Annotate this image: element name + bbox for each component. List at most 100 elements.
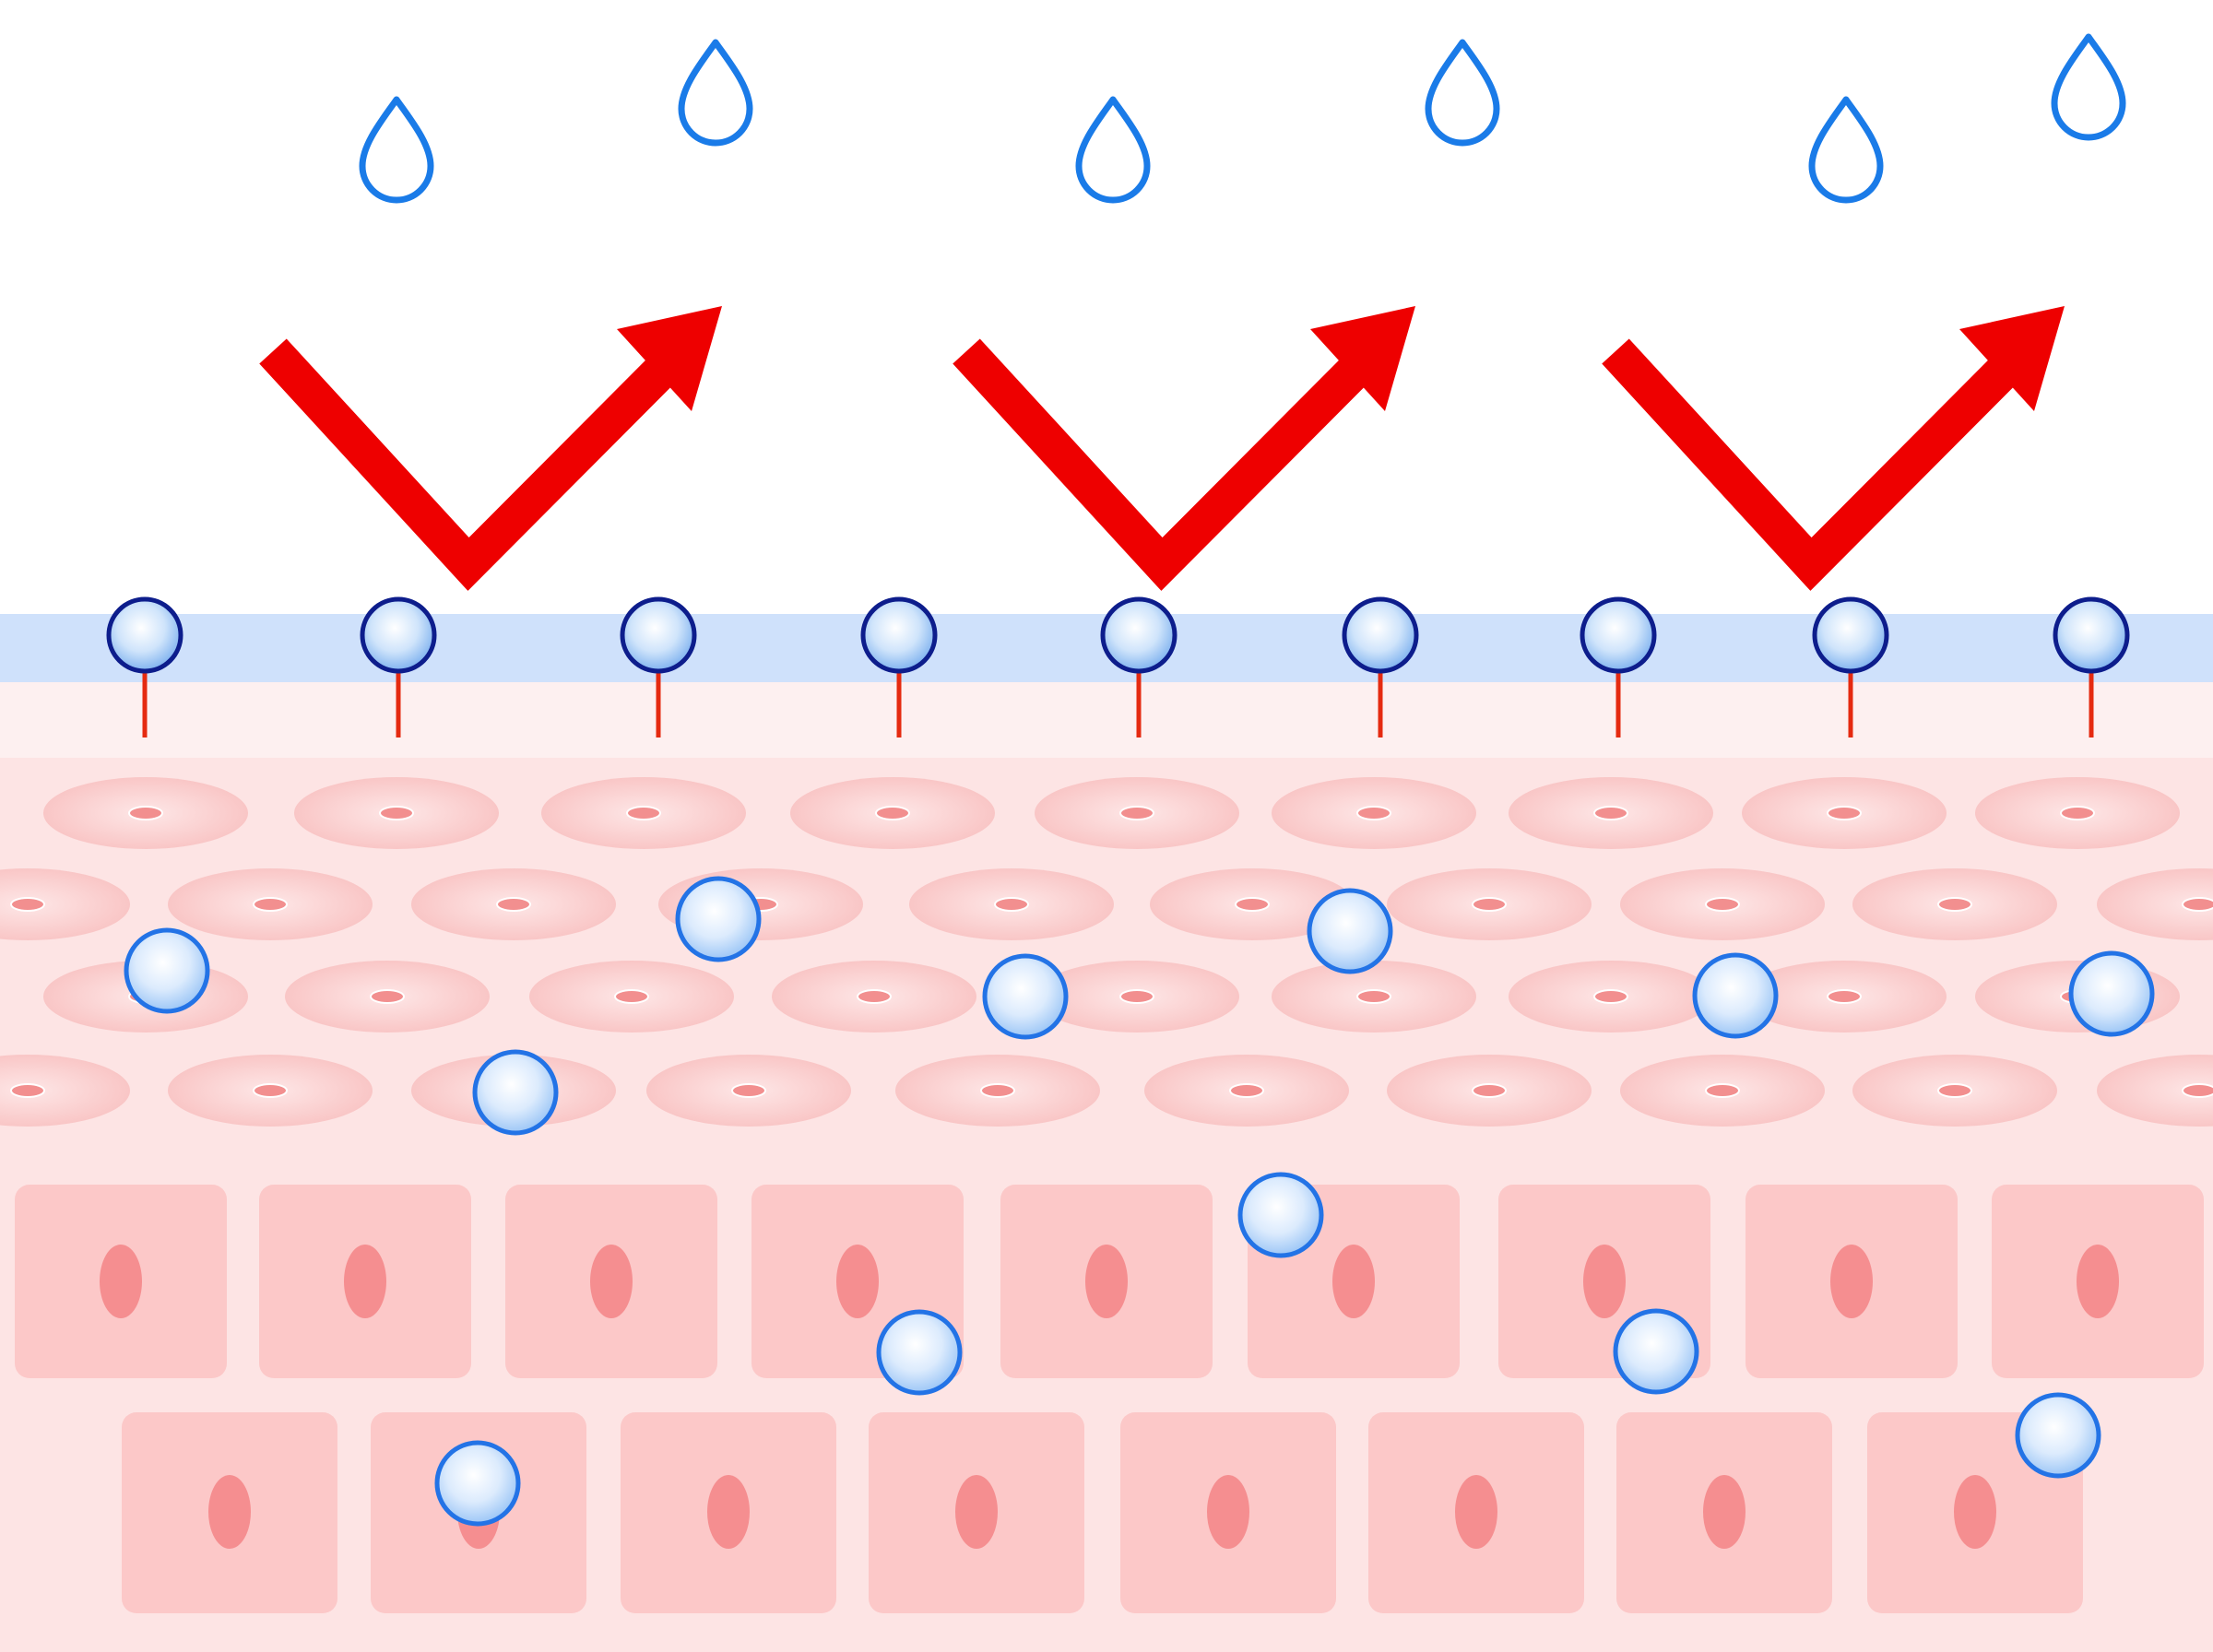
oval-cell [1035,961,1239,1032]
oval-cell-nucleus [1356,806,1391,820]
moisture-bubble-icon [1613,1308,1699,1395]
oval-cell-nucleus [2060,806,2095,820]
square-cell-nucleus [1455,1475,1497,1549]
square-cell-nucleus [707,1475,750,1549]
bubble-shape [1307,888,1393,974]
water-drop-icon [678,39,753,147]
square-cell [1000,1185,1213,1378]
lipid-molecule-icon [620,596,697,738]
water-drop-shape [678,39,753,147]
square-cell-nucleus [836,1245,879,1318]
square-cell-nucleus [208,1475,251,1549]
oval-cell-nucleus [857,989,892,1004]
oval-cell-body [2097,1055,2213,1127]
square-cell-nucleus [955,1475,998,1549]
oval-cell [294,777,499,849]
square-cell [122,1412,337,1613]
moisture-bubble-icon [1692,952,1779,1039]
lipid-molecule-icon [360,596,437,738]
water-drop-icon [1808,96,1884,204]
moisture-bubble-icon [2068,950,2155,1037]
lipid-head [1812,596,1889,674]
oval-cell-nucleus [1593,989,1628,1004]
moisture-bubble-icon [876,1309,963,1396]
oval-cell [2097,868,2213,940]
moisture-bubble-icon [1307,888,1393,974]
oval-cell [1387,1055,1592,1127]
lipid-head [1580,596,1657,674]
oval-cell-nucleus [1705,897,1740,912]
square-cell-nucleus [1332,1245,1375,1318]
square-cell-nucleus [2077,1245,2119,1318]
check-arrow-stroke [953,337,1388,591]
oval-cell-nucleus [370,989,405,1004]
square-cell [1992,1185,2204,1378]
oval-cell-nucleus [1827,989,1862,1004]
moisture-bubble-icon [434,1440,521,1527]
oval-cell [1272,961,1476,1032]
arrow-head [1310,306,1415,411]
lipid-molecule-icon [1100,596,1178,738]
bubble-shape [434,1440,521,1527]
lipid-head [106,596,183,674]
oval-cell [1742,961,1947,1032]
oval-cell [1620,868,1825,940]
water-drop-icon [1425,39,1500,147]
oval-cell-nucleus [1937,897,1972,912]
oval-cell [790,777,995,849]
moisture-bubble-icon [982,953,1069,1040]
oval-cell-nucleus [128,806,163,820]
water-drop-shape [1425,39,1500,147]
square-cell-nucleus [1207,1475,1249,1549]
moisture-bubble-icon [675,876,762,962]
oval-cell-body [0,868,130,940]
oval-cell-nucleus [1119,989,1154,1004]
oval-cell [2097,1055,2213,1127]
water-drop-icon [359,96,434,204]
oval-cell-nucleus [731,1083,766,1098]
oval-cell-nucleus [253,897,288,912]
oval-cell-nucleus [1472,1083,1507,1098]
oval-cell-nucleus [10,1083,45,1098]
lipid-molecule-icon [106,596,183,738]
bubble-shape [1237,1172,1324,1258]
oval-cell [646,1055,851,1127]
lipid-molecules [106,596,2130,738]
check-arrow-stroke [1602,337,2037,591]
oval-cell-nucleus [980,1083,1015,1098]
oval-cell [1975,777,2180,849]
oval-cell [0,1055,130,1127]
square-cell [259,1185,471,1378]
bubble-shape [472,1049,559,1136]
oval-cell-nucleus [1229,1083,1264,1098]
lipid-molecule-icon [1812,596,1889,738]
oval-cell [43,777,248,849]
moisture-bubble-icon [124,927,210,1014]
square-cell-nucleus [1703,1475,1746,1549]
oval-cell [895,1055,1100,1127]
upper-skin-layer [0,678,2213,758]
arrow-head [1959,306,2065,411]
oval-cell-nucleus [875,806,910,820]
oval-cell [0,868,130,940]
oval-cell [168,1055,373,1127]
water-drop-shape [1808,96,1884,204]
square-cell [15,1185,227,1378]
bubble-shape [2015,1392,2101,1479]
moisture-bubble-icon [2015,1392,2101,1479]
oval-cell-nucleus [1235,897,1270,912]
water-droplets [359,33,2126,204]
bubble-shape [1692,952,1779,1039]
square-cell [1120,1412,1336,1613]
bubble-shape [982,953,1069,1040]
oval-cell [1620,1055,1825,1127]
square-cell-nucleus [1954,1475,1996,1549]
lipid-head [1342,596,1419,674]
lipid-molecule-icon [1342,596,1419,738]
square-cell-nucleus [590,1245,633,1318]
oval-cell-body [2097,868,2213,940]
oval-cell-nucleus [994,897,1029,912]
square-cell [1368,1412,1584,1613]
lipid-molecule-icon [1580,596,1657,738]
